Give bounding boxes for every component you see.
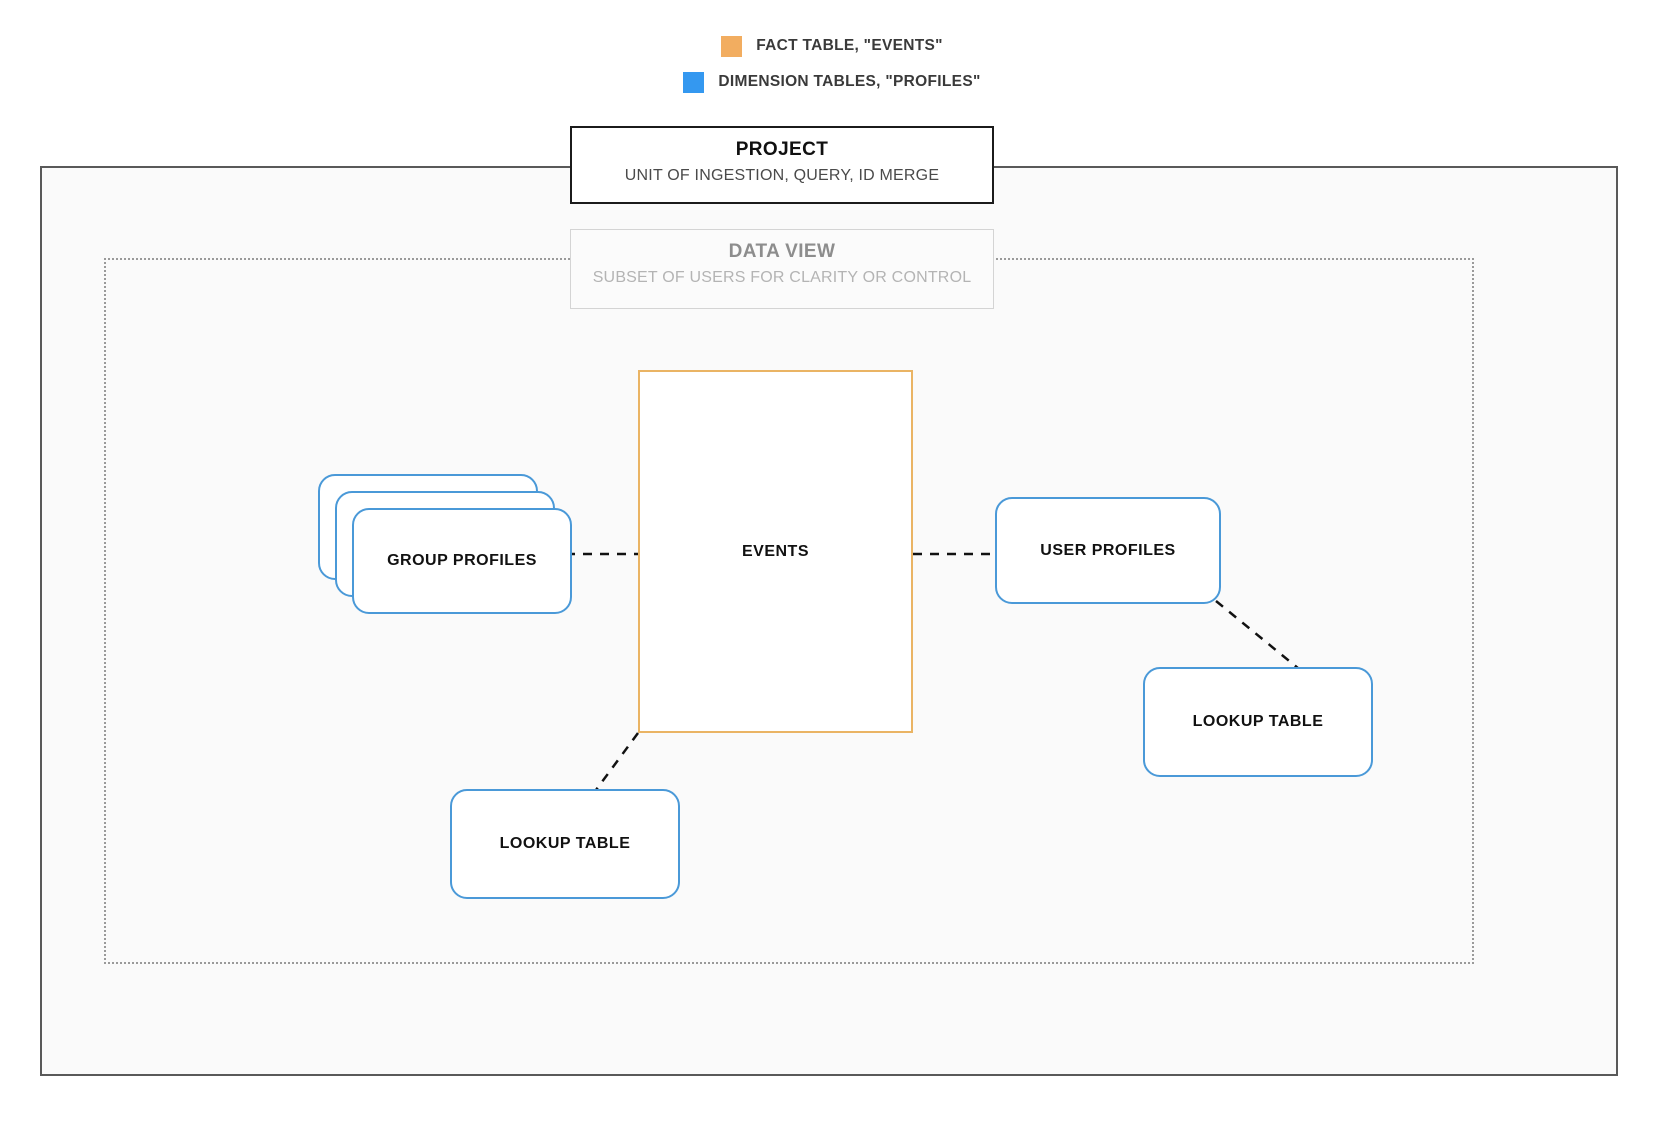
data-view-header-box: DATA VIEW SUBSET OF USERS FOR CLARITY OR… xyxy=(570,229,994,309)
lookup-table-left-label: LOOKUP TABLE xyxy=(499,835,631,852)
group-profiles-label: GROUP PROFILES xyxy=(387,552,537,569)
user-profiles-table[interactable]: USER PROFILES xyxy=(995,497,1221,604)
group-profiles-card-front[interactable]: GROUP PROFILES xyxy=(352,508,572,614)
legend-item-fact-table: FACT TABLE, "EVENTS" xyxy=(0,28,1664,64)
legend-item-label: FACT TABLE, "EVENTS" xyxy=(756,37,943,54)
legend-item-dimension-tables: DIMENSION TABLES, "PROFILES" xyxy=(0,64,1664,100)
legend: FACT TABLE, "EVENTS" DIMENSION TABLES, "… xyxy=(0,28,1664,100)
project-header-box: PROJECT UNIT OF INGESTION, QUERY, ID MER… xyxy=(570,126,994,204)
group-profiles-stack[interactable]: GROUP PROFILES xyxy=(318,474,572,614)
lookup-table-left[interactable]: LOOKUP TABLE xyxy=(450,789,680,899)
events-fact-table[interactable]: EVENTS xyxy=(638,370,913,733)
lookup-table-right[interactable]: LOOKUP TABLE xyxy=(1143,667,1373,777)
blue-square-swatch-icon xyxy=(683,71,705,93)
project-title: PROJECT xyxy=(735,139,829,160)
orange-square-swatch-icon xyxy=(721,35,743,57)
data-view-title: DATA VIEW xyxy=(728,241,836,262)
lookup-table-right-label: LOOKUP TABLE xyxy=(1192,713,1324,730)
events-label: EVENTS xyxy=(741,542,809,560)
data-view-subtitle: SUBSET OF USERS FOR CLARITY OR CONTROL xyxy=(592,269,972,286)
user-profiles-label: USER PROFILES xyxy=(1040,541,1176,559)
legend-item-label: DIMENSION TABLES, "PROFILES" xyxy=(718,73,981,90)
project-subtitle: UNIT OF INGESTION, QUERY, ID MERGE xyxy=(624,167,940,184)
